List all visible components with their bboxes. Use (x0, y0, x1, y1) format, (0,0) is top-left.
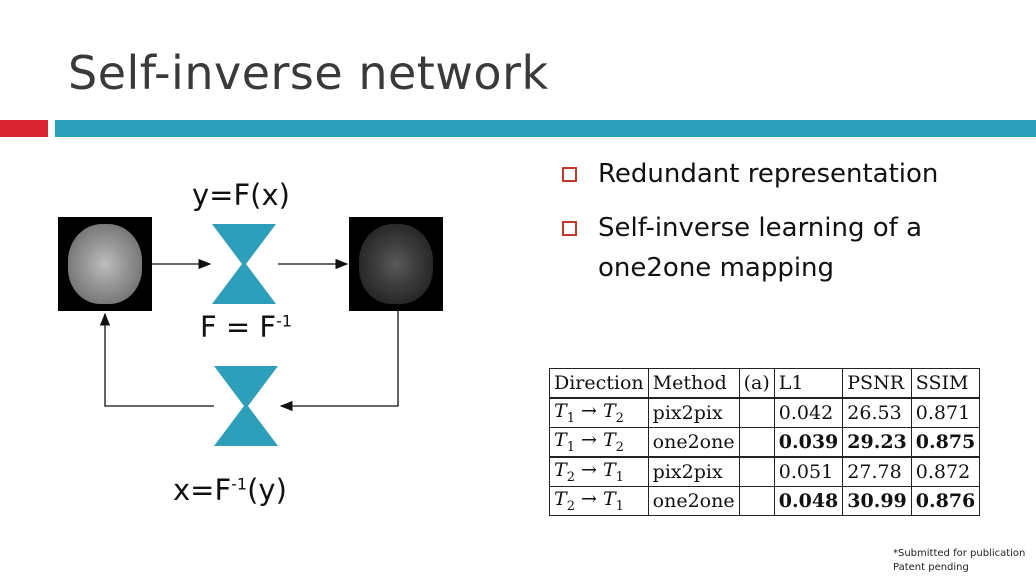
square-bullet-icon (562, 167, 577, 182)
forward-mapping-label: y=F(x) (192, 178, 290, 212)
psnr-cell: 29.23 (842, 427, 912, 458)
input-mri-image (58, 217, 152, 311)
header-a: (a) (738, 368, 775, 399)
table-header-row: Direction Method (a) L1 PSNR SSIM (549, 368, 981, 399)
slide-title: Self-inverse network (68, 46, 549, 100)
direction-cell: T2 → T1 (549, 456, 649, 487)
self-inverse-diagram: y=F(x) F = F-1 x=F-1(y) (0, 150, 520, 530)
header-ssim: SSIM (910, 368, 981, 399)
a-cell (738, 456, 775, 487)
a-cell (738, 427, 775, 458)
ssim-cell: 0.871 (910, 397, 981, 428)
diagram-arrows (99, 224, 399, 446)
a-cell (738, 486, 775, 516)
l1-cell: 0.039 (773, 427, 844, 458)
direction-cell: T1 → T2 (549, 397, 649, 428)
psnr-cell: 26.53 (842, 397, 912, 428)
footnote-line: Patent pending (893, 562, 969, 573)
table-row: T2 → T1 one2one 0.048 30.99 0.876 (549, 486, 981, 516)
title-accent-bar-red (0, 120, 48, 137)
forward-network-icon (212, 224, 276, 304)
results-table: Direction Method (a) L1 PSNR SSIM T1 → T… (549, 368, 981, 516)
table-row: T2 → T1 pix2pix 0.051 27.78 0.872 (549, 456, 981, 487)
method-cell: one2one (647, 427, 740, 458)
l1-cell: 0.048 (773, 486, 844, 516)
arrow-output-to-inverse-network (279, 311, 399, 412)
square-bullet-icon (562, 221, 577, 236)
footnote: *Submitted for publication Patent pendin… (893, 547, 1025, 575)
brain-scan-icon (359, 224, 433, 304)
inverse-network-icon (214, 366, 278, 446)
ssim-cell: 0.872 (910, 456, 981, 487)
ssim-cell: 0.875 (910, 427, 981, 458)
header-method: Method (647, 368, 740, 399)
bullet-list: Redundant representation Self-inverse le… (560, 154, 1020, 302)
direction-cell: T2 → T1 (549, 486, 649, 516)
header-psnr: PSNR (842, 368, 912, 399)
header-l1: L1 (773, 368, 844, 399)
table-row: T1 → T2 one2one 0.039 29.23 0.875 (549, 427, 981, 458)
method-cell: pix2pix (647, 456, 740, 487)
bullet-item: Self-inverse learning of a one2one mappi… (560, 208, 1020, 288)
output-mri-image (349, 217, 443, 311)
l1-cell: 0.051 (773, 456, 844, 487)
method-cell: one2one (647, 486, 740, 516)
a-cell (738, 397, 775, 428)
inverse-mapping-label: x=F-1(y) (173, 473, 287, 507)
l1-cell: 0.042 (773, 397, 844, 428)
footnote-line: *Submitted for publication (893, 548, 1026, 559)
brain-scan-icon (68, 224, 142, 304)
title-accent-bar-blue (55, 120, 1036, 137)
table-row: T1 → T2 pix2pix 0.042 26.53 0.871 (549, 397, 981, 428)
psnr-cell: 27.78 (842, 456, 912, 487)
header-direction: Direction (549, 368, 649, 399)
method-cell: pix2pix (647, 397, 740, 428)
arrow-inverse-network-to-input (99, 312, 214, 407)
direction-cell: T1 → T2 (549, 427, 649, 458)
bullet-item: Redundant representation (560, 154, 1020, 194)
self-inverse-identity-label: F = F-1 (200, 310, 293, 344)
ssim-cell: 0.876 (910, 486, 981, 516)
psnr-cell: 30.99 (842, 486, 912, 516)
